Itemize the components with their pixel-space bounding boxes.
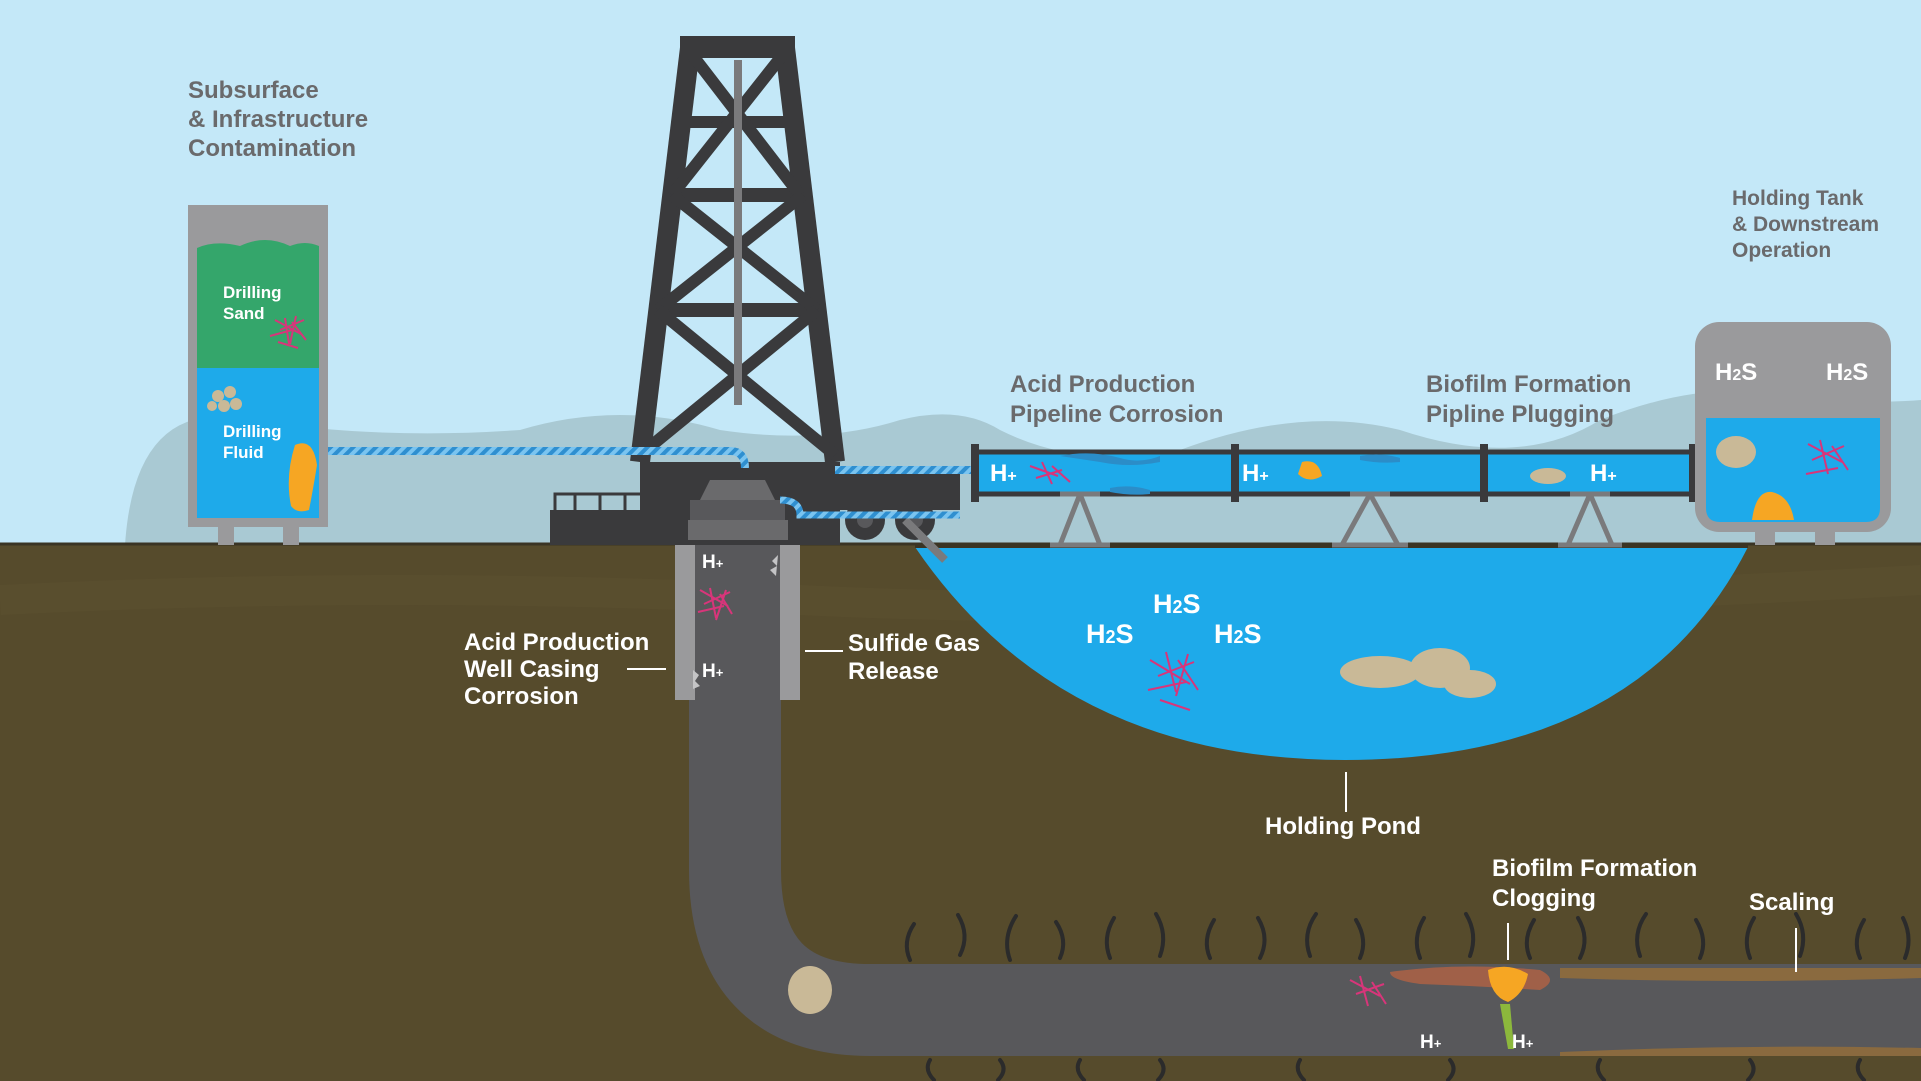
label-drilling-fluid-line-1: Drilling bbox=[223, 422, 282, 441]
casing-corrosion-right bbox=[770, 555, 778, 576]
pipe-scaling-top bbox=[1560, 968, 1921, 981]
pipeline-corrosion-patches bbox=[1060, 453, 1400, 495]
label-holding-pond: Holding Pond bbox=[1265, 813, 1421, 840]
well-to-pump-rope-pipe bbox=[779, 496, 960, 519]
cocci-cluster-pipeline bbox=[1530, 468, 1566, 484]
label-acid-well-line-2: Well Casing bbox=[464, 656, 600, 683]
wellhead-flange bbox=[688, 520, 788, 540]
holding-tank-leg-1 bbox=[1755, 530, 1775, 545]
h2s-pond-2: H2S bbox=[1153, 589, 1201, 619]
label-subsurface-line-2: & Infrastructure bbox=[188, 106, 368, 133]
well-casing-left bbox=[675, 545, 695, 700]
cocci-cluster-bore bbox=[788, 966, 832, 1014]
pond-ground-rim bbox=[915, 543, 1748, 548]
label-drilling-fluid-line-2: Fluid bbox=[223, 443, 264, 462]
rod-bacteria-cluster-pipeline bbox=[1029, 461, 1071, 485]
label-drilling-sand-line-2: Sand bbox=[223, 304, 265, 323]
h-ion-pipeline-1: H+ bbox=[990, 460, 1017, 487]
tank-to-well-rope-pipe bbox=[328, 447, 749, 469]
wellhead bbox=[700, 480, 775, 500]
pipeline-flange-2 bbox=[1231, 444, 1239, 502]
discharge-hose bbox=[902, 517, 948, 563]
derrick-drill-string bbox=[734, 60, 742, 405]
cocci-cluster-pond bbox=[1340, 648, 1496, 698]
label-biofilm-clogging: Biofilm Formation Clogging bbox=[1492, 855, 1704, 912]
cocci-cluster-holding-tank bbox=[1716, 436, 1756, 468]
label-sulfide-gas-line-1: Sulfide Gas bbox=[848, 630, 980, 657]
cocci-cluster-tank bbox=[207, 386, 242, 412]
label-acid-well-line-3: Corrosion bbox=[464, 683, 579, 710]
label-drilling-sand: Drilling Sand bbox=[223, 283, 286, 323]
h-ion-pipe-1: H+ bbox=[1420, 1032, 1442, 1053]
label-subsurface-line-1: Subsurface bbox=[188, 77, 319, 104]
pipeline-supports bbox=[1050, 491, 1622, 548]
rod-bacteria-cluster-tank bbox=[1805, 439, 1849, 475]
pump-trailer bbox=[800, 470, 960, 510]
holding-tank-fluid bbox=[1706, 418, 1880, 522]
pipeline-flange-4 bbox=[1689, 444, 1697, 502]
biofilm-orange-pipe bbox=[1488, 966, 1528, 1049]
pipeline-flange-1 bbox=[971, 444, 979, 502]
label-biofilm-clogging-line-2: Clogging bbox=[1492, 885, 1596, 912]
label-scaling: Scaling bbox=[1749, 889, 1834, 916]
holding-pond bbox=[915, 547, 1748, 760]
label-drilling-fluid: Drilling Fluid bbox=[223, 422, 286, 462]
biofilm-orange-tank bbox=[288, 443, 317, 512]
holding-tank-leg-2 bbox=[1815, 530, 1835, 545]
label-holding-tank-line-1: Holding Tank bbox=[1732, 187, 1864, 210]
rod-bacteria-cluster-pipe bbox=[1349, 975, 1387, 1007]
rod-bacteria-cluster-pond bbox=[1147, 651, 1199, 711]
h-ion-pipe-2: H+ bbox=[1512, 1032, 1534, 1053]
h2s-pond-3: H2S bbox=[1214, 619, 1262, 649]
label-holding-tank-line-3: Operation bbox=[1732, 239, 1831, 262]
microbe-clusters bbox=[207, 315, 1849, 1049]
label-biofilm-pipeline-line-1: Biofilm Formation bbox=[1426, 371, 1631, 398]
h-ion-pipeline-3: H+ bbox=[1590, 460, 1617, 487]
biofilm-orange-holding-tank bbox=[1752, 491, 1794, 520]
label-holding-tank: Holding Tank & Downstream Operation bbox=[1732, 187, 1885, 262]
derrick-crown bbox=[680, 36, 795, 58]
biofilm-orange-pipeline bbox=[1298, 461, 1322, 480]
label-acid-well-line-1: Acid Production bbox=[464, 629, 649, 656]
h2s-holding-tank-1: H2S bbox=[1715, 359, 1757, 386]
h-ion-well-top: H+ bbox=[702, 552, 724, 573]
well-casing-bore bbox=[695, 545, 780, 700]
rod-bacteria-cluster-well bbox=[697, 587, 733, 621]
pipeline-flange-3 bbox=[1480, 444, 1488, 502]
well-bore-pipe bbox=[689, 690, 1921, 1056]
h-ion-well-bottom: H+ bbox=[702, 661, 724, 682]
label-biofilm-clogging-line-1: Biofilm Formation bbox=[1492, 855, 1697, 882]
tank-leg-right bbox=[283, 525, 299, 545]
rig-railing bbox=[553, 492, 640, 510]
casing-corrosion-left bbox=[693, 670, 700, 689]
label-acid-pipeline-line-1: Acid Production bbox=[1010, 371, 1195, 398]
soil-roots bbox=[904, 912, 1911, 1081]
well-casing-right bbox=[780, 545, 800, 700]
label-biofilm-pipeline-line-2: Pipline Plugging bbox=[1426, 401, 1614, 428]
h-ion-pipeline-2: H+ bbox=[1242, 460, 1269, 487]
rod-bacteria-cluster-sand bbox=[269, 315, 307, 349]
h2s-pond-1: H2S bbox=[1086, 619, 1134, 649]
label-holding-tank-line-2: & Downstream bbox=[1732, 213, 1879, 236]
label-sulfide-gas-line-2: Release bbox=[848, 658, 939, 685]
label-biofilm-pipeline: Biofilm Formation Pipline Plugging bbox=[1426, 371, 1638, 428]
label-acid-well: Acid Production Well Casing Corrosion bbox=[464, 629, 656, 710]
label-drilling-sand-line-1: Drilling bbox=[223, 283, 282, 302]
drilling-tank bbox=[188, 205, 328, 545]
label-subsurface: Subsurface & Infrastructure Contaminatio… bbox=[188, 77, 375, 162]
leader-lines bbox=[627, 650, 1797, 972]
pipe-scaling-bottom bbox=[1560, 1046, 1921, 1056]
label-subsurface-line-3: Contamination bbox=[188, 135, 356, 162]
label-acid-pipeline-line-2: Pipeline Corrosion bbox=[1010, 401, 1223, 428]
holding-tank bbox=[1695, 322, 1891, 545]
tank-leg-left bbox=[218, 525, 234, 545]
label-sulfide-gas: Sulfide Gas Release bbox=[848, 630, 987, 685]
h2s-holding-tank-2: H2S bbox=[1826, 359, 1868, 386]
label-acid-pipeline: Acid Production Pipeline Corrosion bbox=[1010, 371, 1223, 428]
